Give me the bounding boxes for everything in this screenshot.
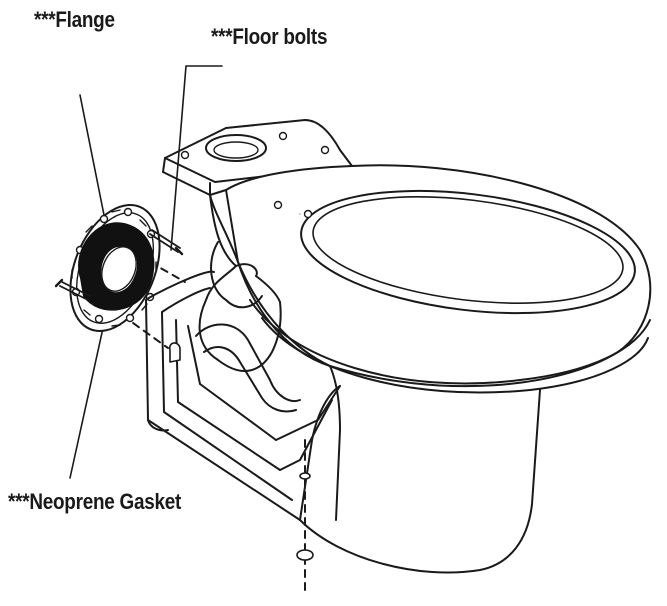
neoprene-gasket [78, 222, 155, 311]
floor-bolts-label: ***Floor bolts [211, 24, 328, 49]
base-shell-outer [299, 389, 541, 574]
base-inner-rib [195, 323, 301, 402]
floor-bolts-leader-line [170, 65, 223, 251]
flange-label: ***Flange [34, 7, 115, 32]
toilet-bowl [209, 164, 652, 394]
bowl-opening-inner [312, 196, 624, 304]
base-bolt-hole-upper [299, 472, 311, 480]
floor-bolt-upper [149, 229, 181, 253]
gasket-ring [78, 222, 155, 311]
base-frame-inner [161, 287, 293, 501]
floor-bolts [54, 229, 184, 301]
neoprene-gasket-label: ***Neoprene Gasket [8, 489, 182, 514]
flange-leader-line [79, 94, 105, 216]
bowl-rim-lower-edge [249, 299, 651, 385]
toilet-base [145, 194, 541, 574]
tank-inlet-opening [205, 134, 267, 162]
base-bolt-hole-lower [296, 549, 314, 561]
gasket-leader-line [69, 327, 104, 479]
base-frame-outer [145, 270, 301, 521]
flange-slots [71, 209, 157, 327]
flange-to-bowl-dashed-line [111, 307, 169, 349]
bowl-outer-rim [225, 164, 652, 388]
floor-bolt-lower [59, 281, 91, 301]
leader-lines [69, 65, 223, 479]
bowl-opening-outer [300, 189, 636, 315]
base-shell-side [329, 365, 341, 521]
base-bolt-cap [168, 342, 181, 363]
trapway-curve [210, 241, 263, 309]
tank-deck-outline [162, 119, 353, 173]
gasket-inner-opening [101, 246, 137, 292]
